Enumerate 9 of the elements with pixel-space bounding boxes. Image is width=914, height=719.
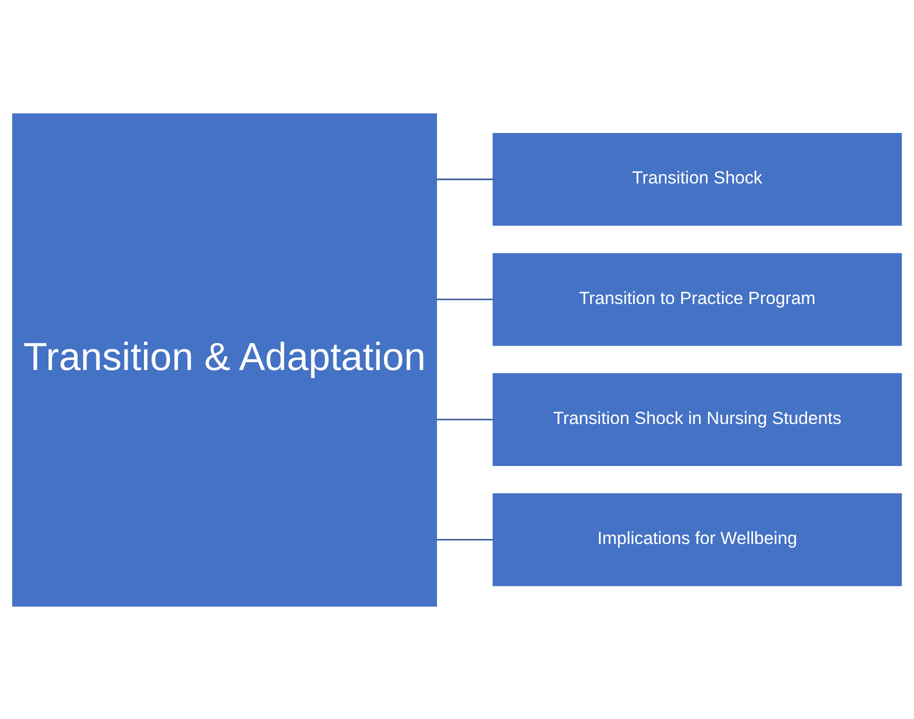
connector	[436, 298, 493, 300]
connector	[436, 418, 493, 420]
node-box: Implications for Wellbeing	[492, 492, 902, 586]
connector	[436, 538, 493, 540]
connector	[436, 178, 493, 180]
node-box: Transition Shock	[492, 132, 902, 226]
node-box: Transition Shock in Nursing Students	[492, 372, 902, 466]
node-box: Transition to Practice Program	[492, 252, 902, 346]
node-box: Transition & Adaptation	[12, 112, 437, 606]
